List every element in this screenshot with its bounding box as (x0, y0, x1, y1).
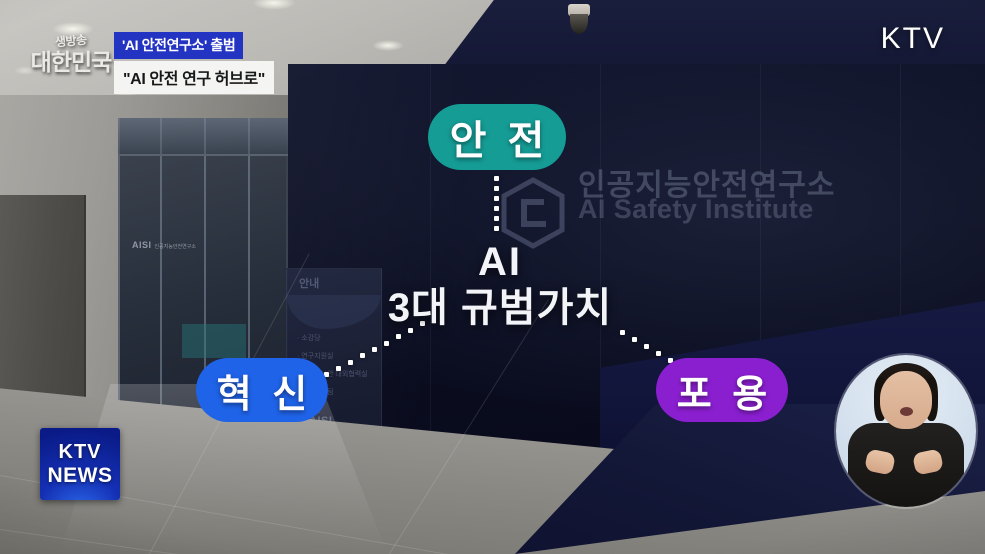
value-pill-innovation[interactable]: 혁 신 (196, 358, 328, 422)
live-label: 생방송 (54, 32, 88, 50)
wall-sign-english: AI Safety Institute (578, 194, 814, 224)
value-pill-inclusion[interactable]: 포 용 (656, 358, 788, 422)
ktv-news-badge-line2: NEWS (47, 464, 113, 487)
banner-item: · 소강당 (297, 335, 321, 342)
headline-block: 'AI 안전연구소' 출범 "AI 안전 연구 허브로" (114, 32, 274, 94)
program-brand: 생방송 대한민국 (28, 32, 114, 75)
graphic-center-title: AI 3대 규범가치 (300, 240, 700, 332)
banner-title: 안내 (299, 278, 320, 290)
sign-language-interpreter (836, 355, 976, 507)
left-door (0, 195, 86, 410)
center-title-line1: AI (478, 240, 522, 284)
glass-door-mark: AISI (132, 240, 152, 250)
value-pill-inclusion-label: 포 용 (676, 373, 773, 416)
headline-secondary: "AI 안전 연구 허브로" (114, 61, 274, 94)
banner-item: · 사이버보안 대외협력실 (297, 371, 368, 378)
headline-primary: 'AI 안전연구소' 출범 (114, 32, 244, 59)
value-pill-safety-label: 안 전 (449, 119, 550, 163)
value-pill-innovation-label: 혁 신 (216, 373, 313, 416)
center-title-line2: 3대 규범가치 (387, 286, 613, 330)
ceiling-light-spot (252, 0, 296, 10)
aisi-logo-icon (498, 176, 568, 250)
standing-banner: 안내 · 소강당 · 연구지원실 · 사이버보안 대외협력실 · 안전평가팀 ·… (286, 268, 382, 444)
banner-item: · 연구지원실 (297, 353, 334, 360)
glass-transom (118, 118, 288, 156)
station-logo: KTV (880, 22, 945, 55)
value-pill-safety[interactable]: 안 전 (428, 104, 566, 170)
ceiling-light-spot (14, 66, 36, 75)
program-name: 대한민국 (30, 49, 113, 75)
ceiling-light-spot (52, 22, 94, 36)
glass-door-logo: AISI 인공지능안전연구소 (132, 240, 196, 250)
ktv-news-badge: KTV NEWS (40, 428, 120, 500)
ceiling-light-spot (372, 40, 404, 51)
wall-sign-korean: 인공지능안전연구소 (578, 169, 836, 202)
security-camera (566, 4, 592, 38)
ktv-news-badge-line1: KTV (58, 441, 102, 463)
glass-door-sub: 인공지능안전연구소 (154, 244, 196, 250)
